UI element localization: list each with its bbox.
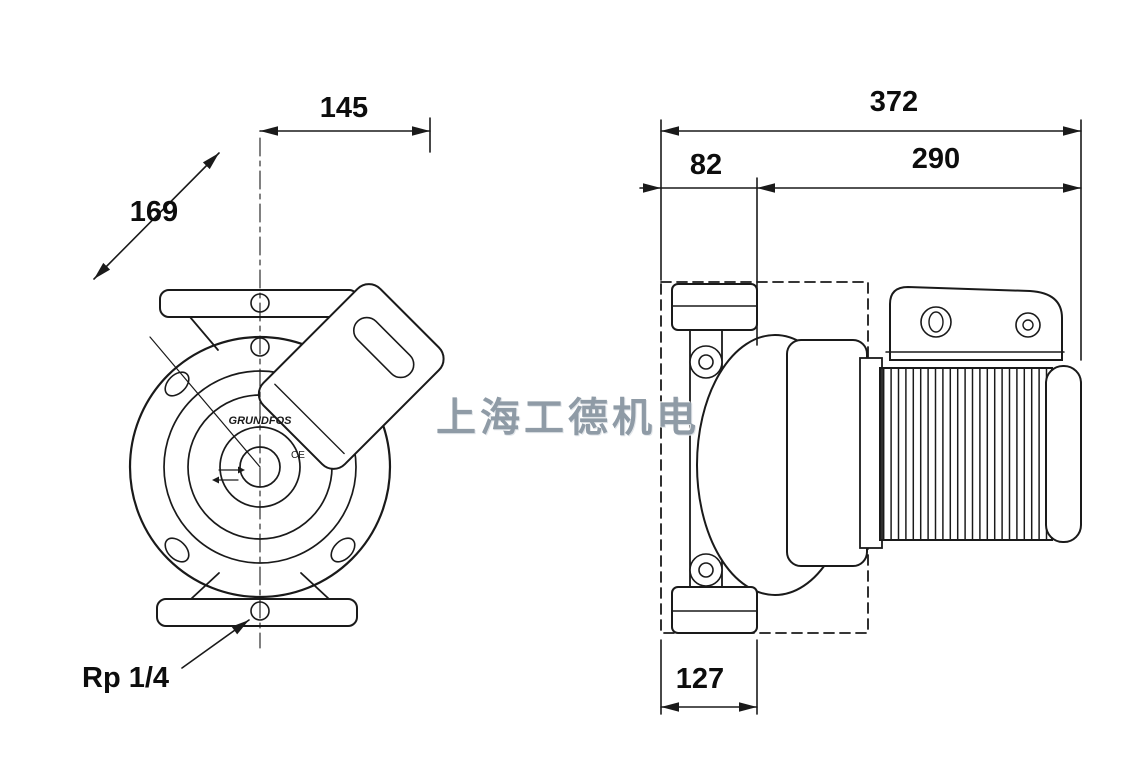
front-dimension-lines <box>93 117 431 669</box>
side-dim-total-length-label: 372 <box>869 86 919 118</box>
watermark-text: 上海工德机电 <box>436 396 700 440</box>
pump-front-view: GRUNDFOS CE <box>93 117 445 669</box>
side-dim-flange-depth-label: 82 <box>689 149 723 181</box>
ce-mark-text: CE <box>291 450 305 461</box>
side-bottom-flange <box>671 586 758 634</box>
side-terminal-box <box>885 285 1065 361</box>
side-motor-fins <box>879 367 1053 541</box>
front-nameplate: GRUNDFOS CE <box>229 415 306 461</box>
side-top-flange <box>671 283 758 331</box>
side-bolt-holes <box>689 345 723 587</box>
front-dim-top-width-label: 145 <box>319 92 369 124</box>
side-dimension-lines <box>639 119 1082 715</box>
pump-side-view <box>639 119 1082 715</box>
side-back-plate <box>786 339 868 567</box>
side-motor-end-cap <box>1045 365 1082 543</box>
brand-logo-text: GRUNDFOS <box>229 415 293 427</box>
front-terminal-box <box>257 283 445 470</box>
front-bottom-flange <box>156 572 358 627</box>
side-dim-motor-length-label: 290 <box>911 143 961 175</box>
side-dim-port-spacing-label: 127 <box>675 663 725 695</box>
side-clamp-ring <box>859 357 883 549</box>
front-dim-diagonal-label: 169 <box>129 196 179 228</box>
flow-direction-symbol <box>212 466 245 484</box>
port-thread-label: Rp 1/4 <box>82 662 170 694</box>
side-phantom-outline <box>660 281 869 634</box>
